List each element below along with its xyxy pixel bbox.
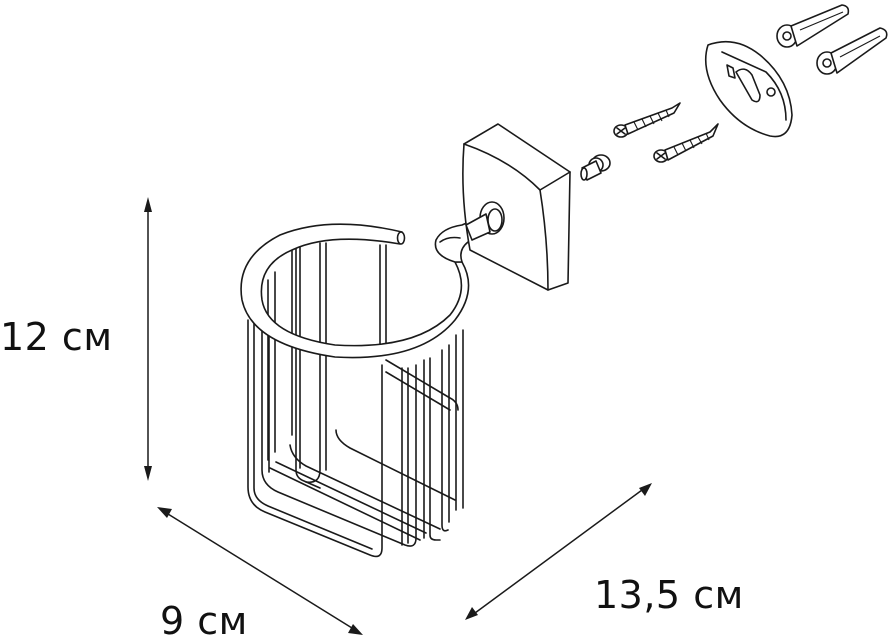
width-label: 9 см bbox=[160, 599, 248, 643]
wall-plug-upper bbox=[776, 4, 850, 48]
wall-flange bbox=[462, 123, 571, 291]
depth-dimension-arrow bbox=[465, 483, 652, 620]
basket-ring bbox=[240, 217, 485, 359]
mounting-plate bbox=[704, 40, 793, 138]
wall-plug-lower bbox=[816, 27, 888, 75]
wood-screw-upper bbox=[613, 102, 681, 138]
wood-screw-lower bbox=[653, 123, 719, 163]
depth-label: 13,5 см bbox=[594, 573, 744, 617]
machine-screw-with-washer bbox=[580, 154, 611, 181]
height-label: 12 см bbox=[0, 315, 113, 359]
height-dimension-arrow bbox=[144, 197, 152, 481]
basket-wires bbox=[247, 239, 464, 558]
width-dimension-arrow bbox=[157, 507, 363, 635]
